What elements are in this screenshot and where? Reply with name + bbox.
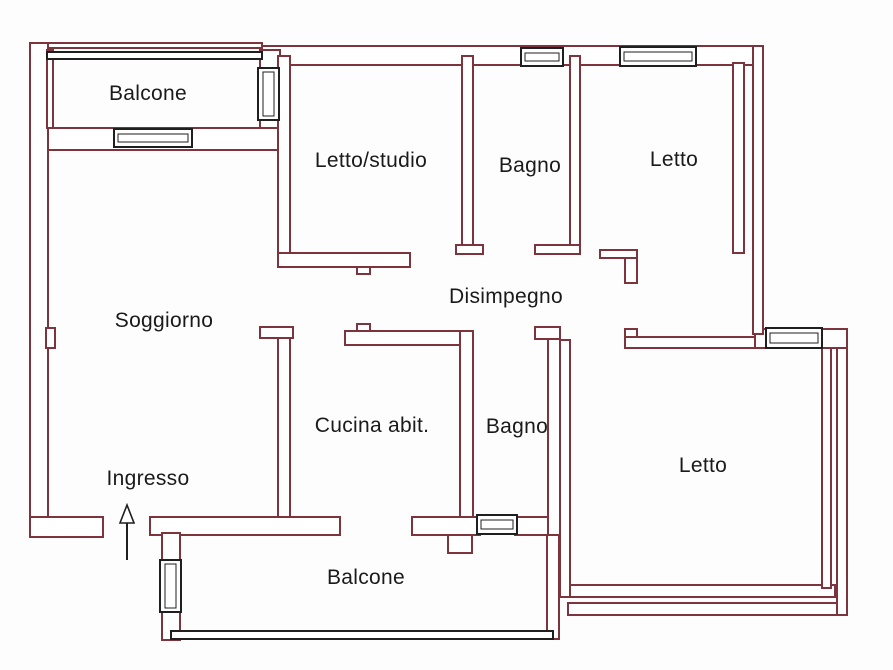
room-label-balcone-top: Balcone bbox=[109, 82, 187, 105]
window-symbol-icon bbox=[159, 559, 182, 613]
wall bbox=[29, 42, 49, 538]
wall bbox=[752, 45, 764, 335]
door-jamb bbox=[599, 249, 638, 259]
wall bbox=[277, 252, 411, 268]
wall bbox=[459, 330, 474, 518]
door-jamb bbox=[624, 257, 638, 284]
balcony-railing bbox=[170, 630, 554, 640]
balcony-railings bbox=[46, 51, 554, 640]
wall bbox=[569, 55, 581, 247]
room-label-disimpegno: Disimpegno bbox=[449, 285, 563, 308]
wall bbox=[624, 336, 756, 349]
wall bbox=[461, 55, 474, 247]
room-label-soggiorno: Soggiorno bbox=[115, 309, 213, 332]
room-label-bagno-bottom: Bagno bbox=[486, 415, 548, 438]
balcony-railing bbox=[46, 51, 263, 60]
wall bbox=[411, 516, 481, 536]
door-jamb bbox=[356, 266, 371, 275]
wall bbox=[732, 62, 745, 254]
wall bbox=[559, 339, 571, 598]
door-jamb bbox=[259, 326, 294, 339]
wall bbox=[29, 42, 263, 49]
wall bbox=[344, 330, 461, 346]
wall bbox=[821, 347, 832, 589]
wall bbox=[547, 338, 561, 536]
window-symbol-icon bbox=[619, 46, 697, 67]
room-label-balcone-bottom: Balcone bbox=[327, 566, 405, 589]
balcony-side-wall bbox=[46, 49, 54, 129]
wall bbox=[567, 602, 848, 616]
wall-stub bbox=[447, 534, 473, 554]
door-jamb bbox=[455, 244, 484, 255]
window-symbol-icon bbox=[257, 67, 280, 121]
window-symbol-icon bbox=[113, 128, 193, 148]
wall bbox=[561, 584, 836, 598]
window-symbol-icon bbox=[476, 514, 518, 535]
room-label-ingresso: Ingresso bbox=[107, 467, 190, 490]
door-jamb bbox=[356, 323, 371, 332]
wall bbox=[149, 516, 341, 536]
room-label-letto-studio: Letto/studio bbox=[315, 149, 427, 172]
door-jamb bbox=[534, 244, 581, 255]
door-jamb bbox=[624, 328, 638, 338]
entrance-arrow-icon bbox=[118, 502, 136, 560]
door-jamb bbox=[534, 326, 561, 340]
balcony-side-wall bbox=[546, 534, 560, 640]
wall-notch bbox=[45, 327, 56, 349]
room-labels: Balcone Letto/studio Bagno Letto Soggior… bbox=[107, 82, 727, 589]
room-label-letto-top: Letto bbox=[650, 148, 698, 171]
room-label-bagno-top: Bagno bbox=[499, 154, 561, 177]
wall bbox=[277, 337, 291, 518]
room-label-letto-bottom: Letto bbox=[679, 454, 727, 477]
window-symbol-icon bbox=[520, 47, 564, 67]
window-symbol-icon bbox=[765, 327, 823, 349]
room-label-cucina: Cucina abit. bbox=[315, 414, 430, 437]
windows bbox=[113, 46, 823, 613]
wall bbox=[29, 516, 104, 538]
wall bbox=[836, 328, 848, 616]
